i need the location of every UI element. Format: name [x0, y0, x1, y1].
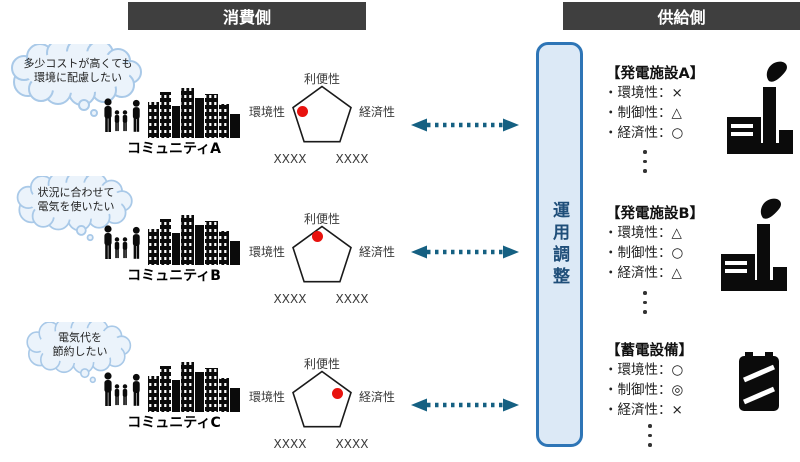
storage-items: ・環境性：○ ・制御性：◎ ・経済性：× — [604, 360, 683, 420]
thought-bubble-a: 多少コストが高くても 環境に配慮したい — [8, 44, 148, 118]
city-buildings-icon — [148, 362, 240, 412]
city-buildings-icon — [148, 88, 240, 138]
cloud-icon — [11, 44, 142, 117]
family-icon — [104, 225, 140, 259]
supply-side-header: 供給側 — [563, 2, 800, 30]
axis-label-environment: 環境性 — [248, 390, 285, 404]
family-icon — [104, 372, 140, 406]
community-name: コミュニティA — [127, 141, 221, 157]
pentagon-icon — [292, 225, 352, 283]
consumer-side-header: 消費側 — [128, 2, 366, 30]
double-arrow-icon — [411, 398, 519, 412]
vertical-ellipsis — [648, 424, 652, 453]
community-a: コミュニティA — [104, 86, 244, 160]
thought-text-line2: 環境に配慮したい — [34, 71, 122, 84]
community-b: コミュニティB — [104, 213, 244, 287]
facility-item: ・環境性：○ — [604, 362, 684, 378]
facility-item: ・経済性：× — [604, 402, 683, 418]
axis-label-environment: 環境性 — [248, 105, 285, 119]
city-buildings-icon — [148, 215, 240, 265]
facility-item: ・制御性：○ — [604, 245, 684, 261]
operation-adjustment-label: 運用調整 — [549, 200, 569, 289]
facility-item: ・経済性：○ — [604, 125, 684, 141]
cloud-icon — [16, 176, 133, 242]
facility-item: ・制御性：△ — [604, 105, 682, 121]
community-name: コミュニティB — [127, 268, 221, 284]
facility-a-items: ・環境性：× ・制御性：△ ・経済性：○ — [604, 83, 683, 143]
axis-label-xxxx-left: XXXX — [273, 292, 307, 306]
axis-label-convenience: 利便性 — [303, 357, 340, 371]
storage-title: 【蓄電設備】 — [606, 343, 693, 359]
pentagon-icon — [292, 370, 352, 428]
axis-label-convenience: 利便性 — [303, 72, 340, 86]
thought-text-line1: 状況に合わせて — [37, 186, 115, 199]
facility-b-items: ・環境性：△ ・制御性：○ ・経済性：△ — [604, 223, 683, 283]
facility-a-title: 【発電施設A】 — [606, 66, 705, 82]
factory-icon — [721, 198, 787, 291]
double-arrow-icon — [411, 245, 519, 259]
facility-item: ・制御性：◎ — [604, 382, 684, 398]
facility-b-title: 【発電施設B】 — [606, 206, 705, 222]
factory-icon — [727, 61, 793, 154]
axis-label-economy: 経済性 — [359, 390, 396, 404]
axis-label-environment: 環境性 — [248, 245, 285, 259]
axis-label-xxxx-left: XXXX — [273, 152, 307, 166]
battery-icon — [739, 352, 779, 411]
axis-label-xxxx-right: XXXX — [335, 152, 369, 166]
family-icon — [104, 98, 140, 132]
facility-item: ・環境性：× — [604, 85, 683, 101]
radar-chart-b: 利便性 環境性 経済性 XXXX XXXX — [247, 210, 397, 310]
thought-bubble-b: 状況に合わせて 電気を使いたい — [14, 176, 138, 242]
axis-label-economy: 経済性 — [359, 245, 396, 259]
priority-dot-convenience — [312, 231, 323, 242]
axis-label-xxxx-right: XXXX — [335, 437, 369, 451]
cloud-icon — [26, 322, 132, 384]
facility-item: ・環境性：△ — [604, 225, 682, 241]
thought-bubble-c: 電気代を 節約したい — [24, 322, 136, 384]
vertical-ellipsis — [643, 150, 647, 179]
vertical-ellipsis — [643, 291, 647, 320]
thought-text-line1: 多少コストが高くても — [23, 57, 133, 70]
community-name: コミュニティC — [127, 415, 221, 431]
axis-label-convenience: 利便性 — [303, 212, 340, 226]
radar-chart-c: 利便性 環境性 経済性 XXXX XXXX — [247, 355, 397, 455]
priority-dot-economy — [332, 388, 343, 399]
priority-dot-environment — [297, 106, 308, 117]
thought-text-line2: 電気を使いたい — [37, 200, 115, 213]
axis-label-xxxx-right: XXXX — [335, 292, 369, 306]
thought-text-line1: 電気代を — [58, 331, 102, 344]
axis-label-economy: 経済性 — [359, 105, 396, 119]
axis-label-xxxx-left: XXXX — [273, 437, 307, 451]
pentagon-icon — [292, 85, 352, 143]
community-c: コミュニティC — [104, 360, 244, 434]
double-arrow-icon — [411, 118, 519, 132]
operation-adjustment-box: 運用調整 — [536, 42, 583, 447]
facility-item: ・経済性：△ — [604, 265, 682, 281]
radar-chart-a: 利便性 環境性 経済性 XXXX XXXX — [247, 70, 397, 170]
thought-text-line2: 節約したい — [52, 345, 108, 358]
